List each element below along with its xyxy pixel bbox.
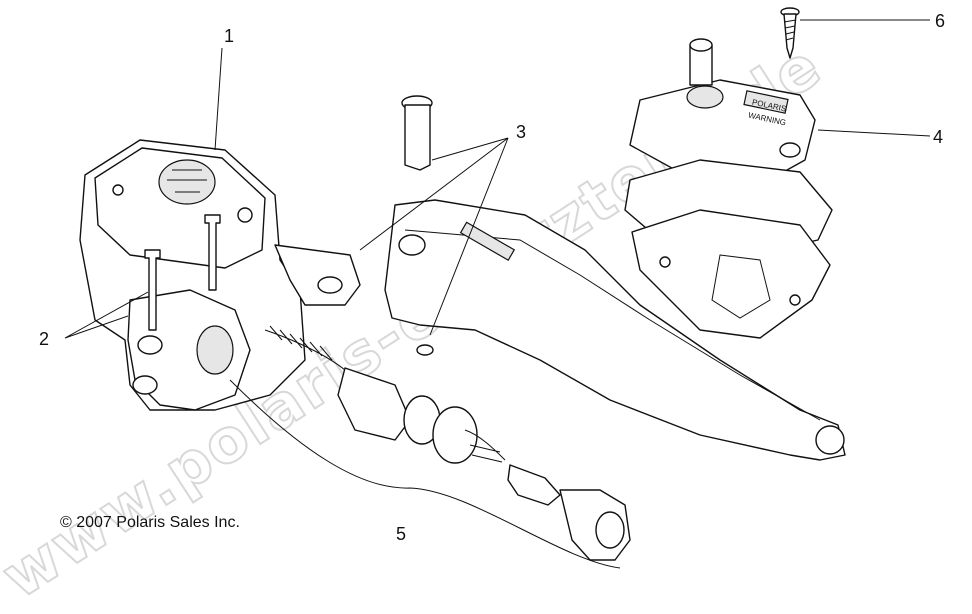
callout-4: 4 — [933, 127, 943, 147]
leader-lines — [64, 19, 931, 569]
brake-lever — [384, 199, 846, 461]
callout-2: 2 — [39, 329, 49, 349]
master-cylinder-body — [79, 139, 361, 411]
callout-5: 5 — [396, 524, 406, 544]
copyright-text: © 2007 Polaris Sales Inc. — [60, 514, 240, 531]
piston-assembly — [264, 325, 631, 561]
cover-screw — [780, 7, 800, 59]
pivot-pin — [401, 95, 434, 356]
reservoir-cover: WARNING POLARIS — [624, 38, 833, 339]
callout-6: 6 — [935, 11, 945, 31]
callout-1: 1 — [224, 26, 234, 46]
callout-3: 3 — [516, 122, 526, 142]
